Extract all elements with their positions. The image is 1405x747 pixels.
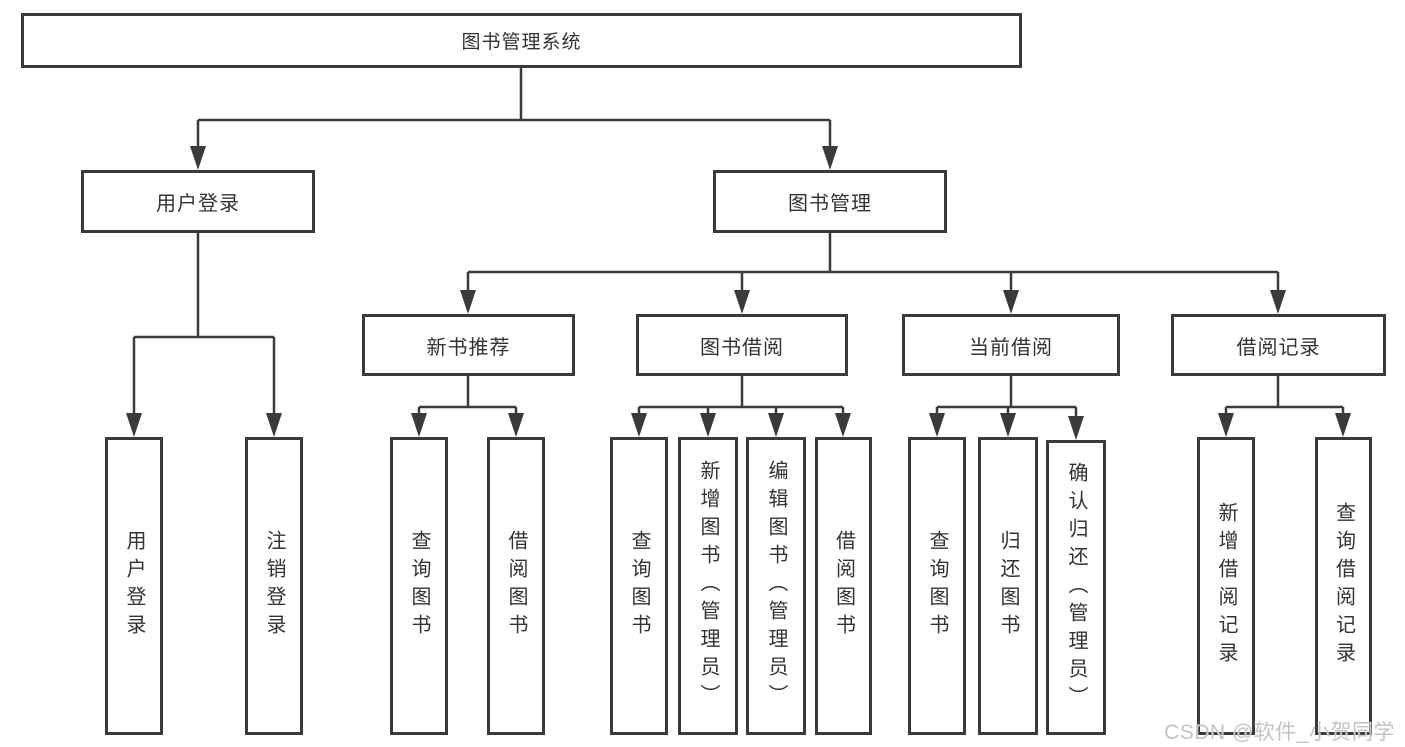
leaf-borrow-edit-label: 编辑图书（管理员） bbox=[765, 460, 787, 712]
leaf-record-query-label: 查询借阅记录 bbox=[1332, 502, 1355, 670]
leaf-current-return: 归还图书 bbox=[978, 437, 1038, 735]
connector-book-borrow-branch bbox=[631, 376, 851, 437]
arrowhead-icon bbox=[700, 413, 716, 437]
node-new-book-rec: 新书推荐 bbox=[362, 314, 575, 376]
connector-user-login-branch bbox=[126, 233, 282, 437]
arrowhead-icon bbox=[835, 413, 851, 437]
watermark: CSDN @软件_小贺同学 bbox=[1164, 721, 1395, 744]
leaf-current-query: 查询图书 bbox=[908, 437, 966, 735]
node-borrow-records: 借阅记录 bbox=[1171, 314, 1386, 376]
leaf-current-confirm: 确认归还（管理员） bbox=[1046, 440, 1106, 735]
arrowhead-icon bbox=[411, 413, 427, 437]
arrowhead-icon bbox=[768, 413, 784, 437]
connector-borrow-records-branch bbox=[1218, 376, 1351, 437]
leaf-record-add: 新增借阅记录 bbox=[1197, 437, 1255, 735]
arrowhead-icon bbox=[822, 146, 838, 170]
leaf-new-book-query-label: 查询图书 bbox=[408, 530, 430, 642]
leaf-new-book-borrow-label: 借阅图书 bbox=[505, 530, 527, 642]
connector-current-borrow-branch bbox=[929, 376, 1084, 440]
node-user-login: 用户登录 bbox=[81, 170, 315, 233]
arrowhead-icon bbox=[126, 413, 142, 437]
leaf-user-login: 用户登录 bbox=[105, 437, 163, 735]
arrowhead-icon bbox=[460, 290, 476, 314]
node-root: 图书管理系统 bbox=[21, 13, 1022, 68]
leaf-borrow-edit: 编辑图书（管理员） bbox=[746, 437, 806, 735]
leaf-current-confirm-label: 确认归还（管理员） bbox=[1065, 461, 1087, 714]
node-book-mgmt: 图书管理 bbox=[713, 170, 947, 233]
arrowhead-icon bbox=[734, 290, 750, 314]
leaf-new-book-query: 查询图书 bbox=[390, 437, 448, 735]
leaf-borrow-book: 借阅图书 bbox=[815, 437, 872, 735]
leaf-borrow-add-label: 新增图书（管理员） bbox=[697, 460, 719, 712]
leaf-record-add-label: 新增借阅记录 bbox=[1215, 502, 1237, 670]
arrowhead-icon bbox=[190, 146, 206, 170]
arrowhead-icon bbox=[631, 413, 647, 437]
leaf-logout-label: 注销登录 bbox=[263, 530, 285, 642]
arrowhead-icon bbox=[1003, 290, 1019, 314]
arrowhead-icon bbox=[1068, 416, 1084, 440]
leaf-current-query-label: 查询图书 bbox=[926, 530, 948, 642]
arrowhead-icon bbox=[1270, 290, 1286, 314]
leaf-logout: 注销登录 bbox=[245, 437, 303, 735]
arrowhead-icon bbox=[508, 413, 524, 437]
node-book-borrow: 图书借阅 bbox=[636, 314, 848, 376]
arrowhead-icon bbox=[929, 413, 945, 437]
leaf-borrow-query-label: 查询图书 bbox=[628, 530, 650, 642]
connector-book-mgmt-branch bbox=[460, 233, 1286, 314]
connector-root-to-level1 bbox=[190, 68, 838, 170]
connector-new-book-rec-branch bbox=[411, 376, 524, 437]
arrowhead-icon bbox=[1335, 413, 1351, 437]
leaf-borrow-add: 新增图书（管理员） bbox=[678, 437, 738, 735]
arrowhead-icon bbox=[1000, 413, 1016, 437]
node-current-borrow: 当前借阅 bbox=[902, 314, 1120, 376]
leaf-user-login-label: 用户登录 bbox=[123, 530, 145, 642]
arrowhead-icon bbox=[1218, 413, 1234, 437]
leaf-current-return-label: 归还图书 bbox=[997, 530, 1019, 642]
arrowhead-icon bbox=[266, 413, 282, 437]
leaf-new-book-borrow: 借阅图书 bbox=[487, 437, 545, 735]
leaf-record-query: 查询借阅记录 bbox=[1315, 437, 1372, 735]
leaf-borrow-book-label: 借阅图书 bbox=[832, 530, 855, 642]
leaf-borrow-query: 查询图书 bbox=[610, 437, 668, 735]
